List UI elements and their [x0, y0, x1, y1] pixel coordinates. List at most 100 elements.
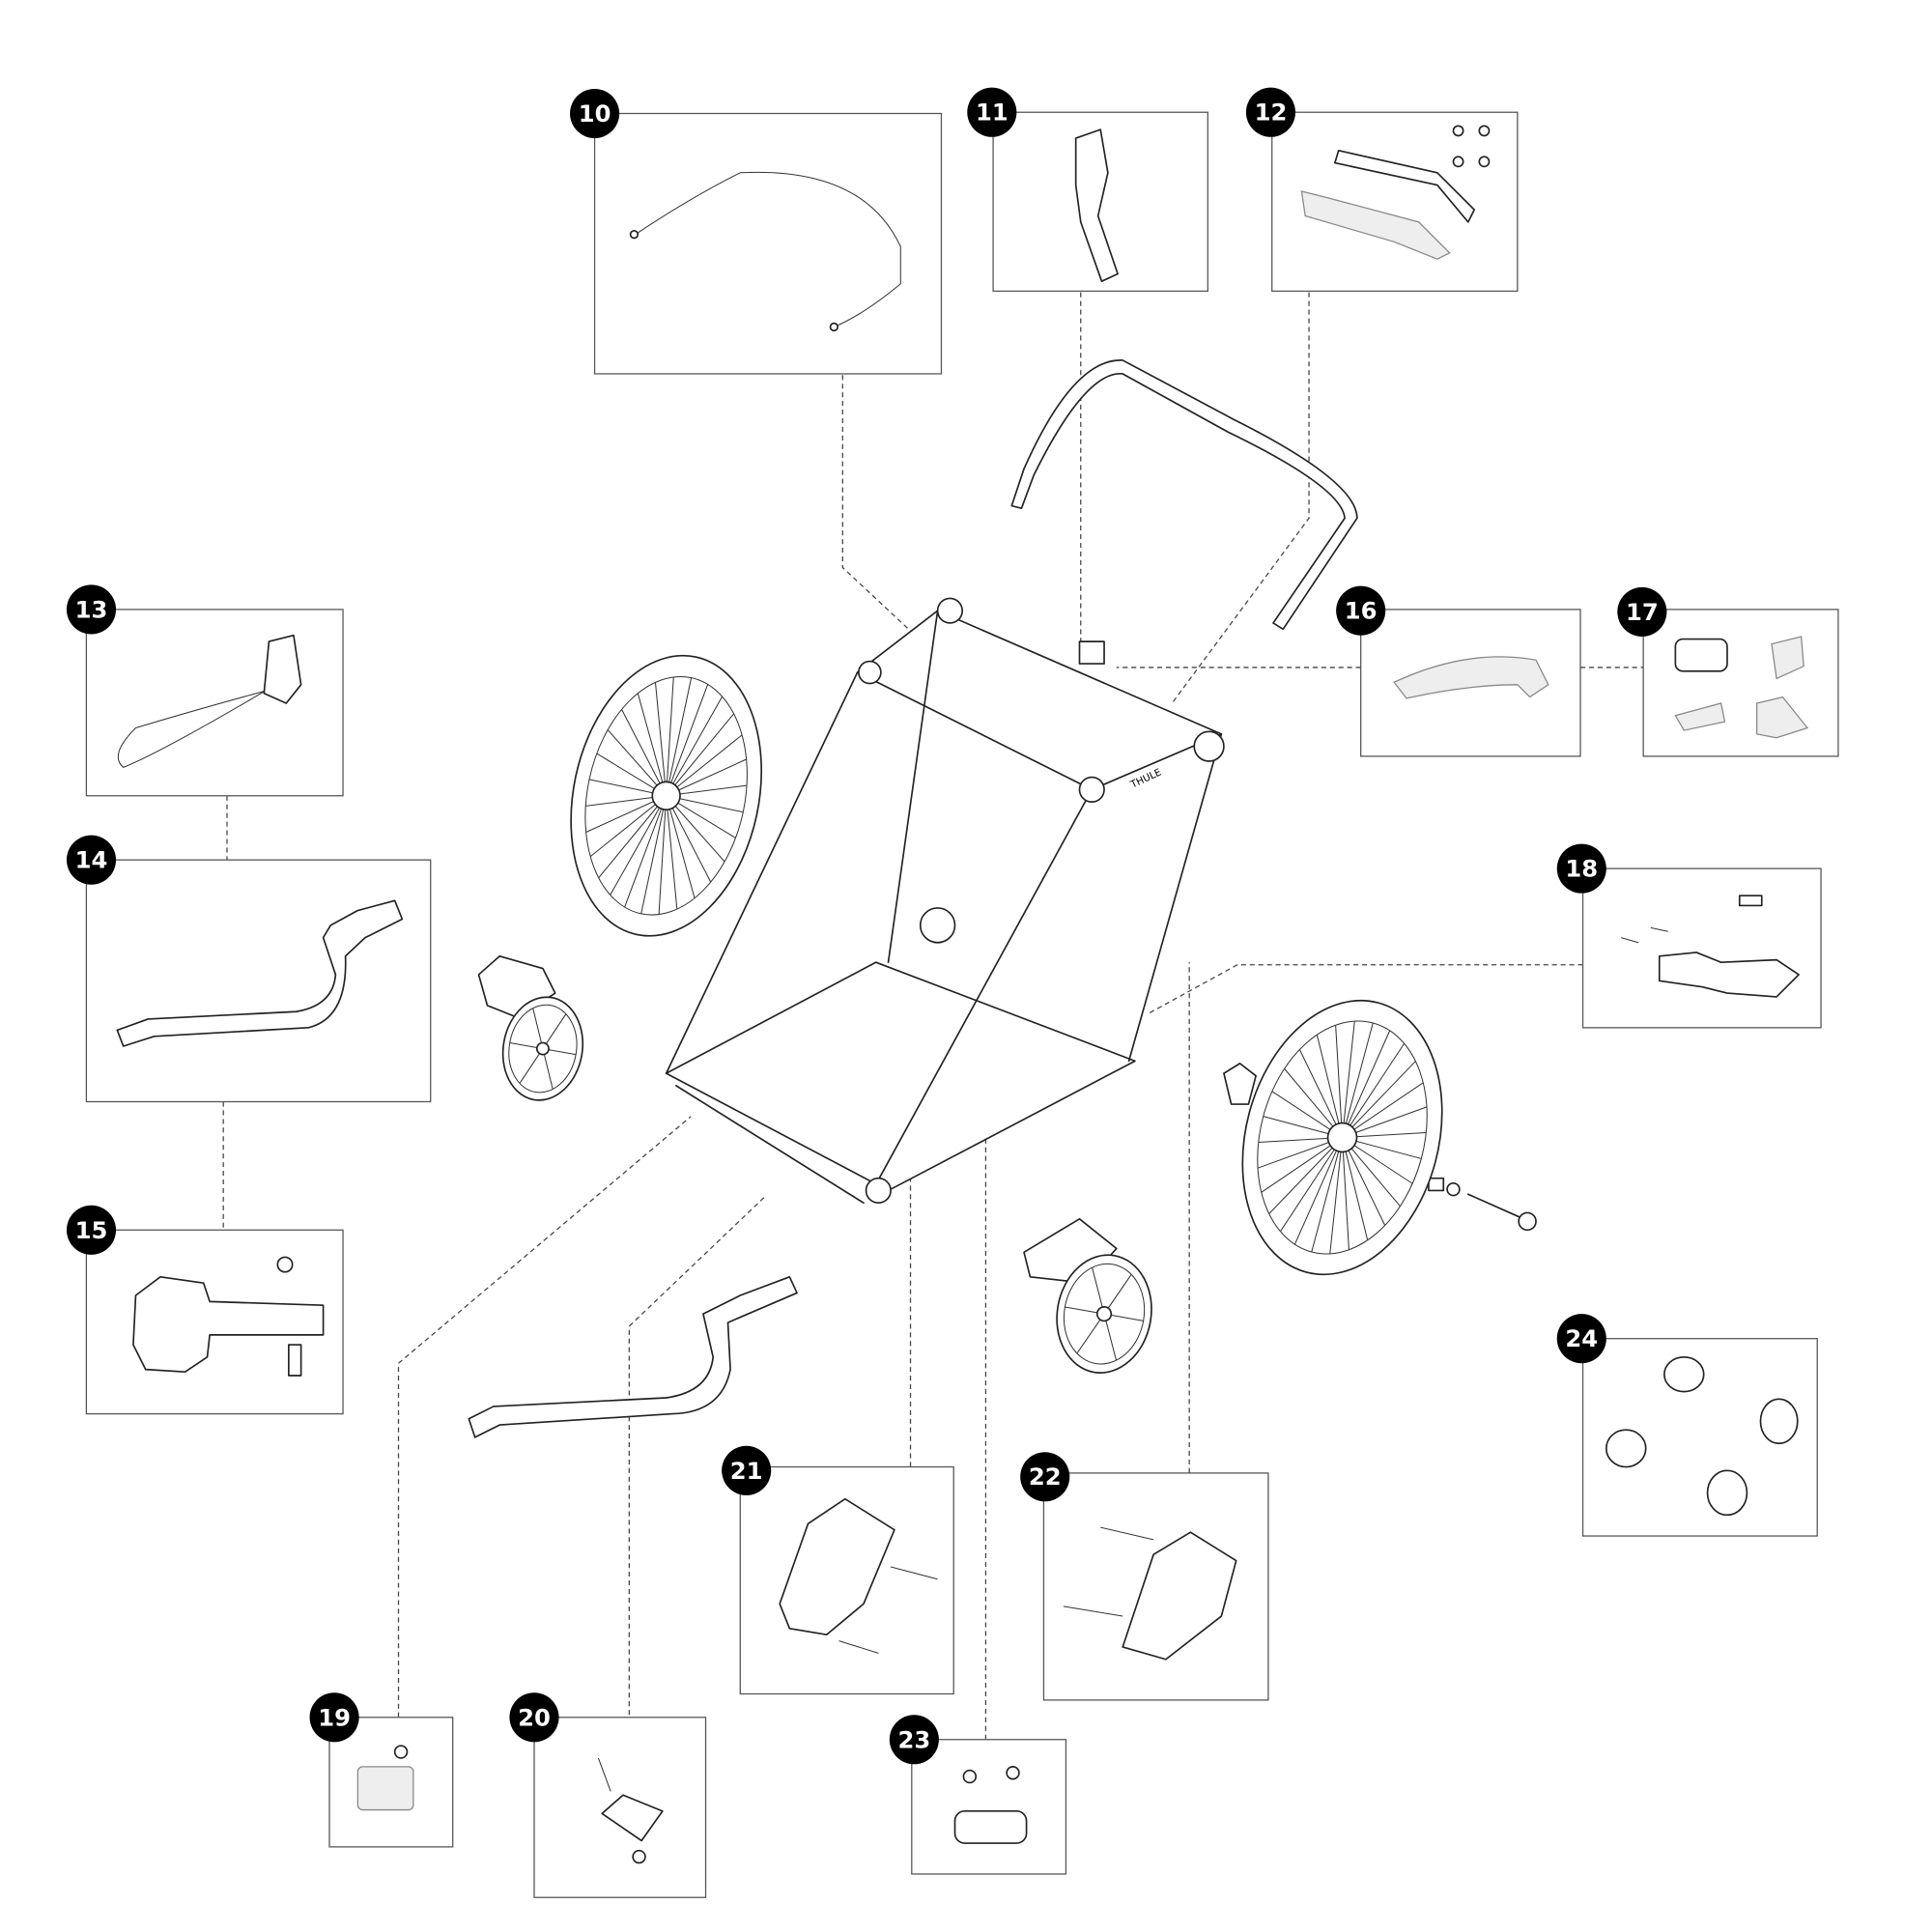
- svg-text:21: 21: [730, 1457, 763, 1485]
- wheel-spoke: [542, 1048, 554, 1090]
- callout-20: 20: [509, 1692, 559, 1743]
- svg-text:11: 11: [976, 99, 1009, 127]
- wheel-spoke: [1316, 1035, 1344, 1138]
- wheel-spoke: [666, 676, 674, 796]
- wheel-spoke: [1342, 1061, 1416, 1138]
- svg-text:14: 14: [75, 846, 108, 874]
- wheel-hub: [1095, 1306, 1113, 1322]
- svg-text:18: 18: [1565, 855, 1598, 883]
- wheel-spoke: [1342, 1137, 1350, 1250]
- wheel-spoke: [1076, 1313, 1105, 1354]
- frame-base: [665, 961, 1136, 1192]
- callout-16: 16: [1336, 585, 1386, 636]
- wheel-spoke: [598, 795, 668, 878]
- box-12: [1271, 111, 1519, 293]
- wheel-spoke: [1280, 1137, 1343, 1233]
- wheel-spoke: [1298, 1049, 1343, 1138]
- wheel-spoke: [640, 795, 668, 914]
- callout-14: 14: [66, 835, 117, 885]
- box-20: [533, 1717, 707, 1898]
- wheel-spoke: [666, 696, 724, 797]
- wheel-spoke: [1342, 1137, 1369, 1240]
- tow-arm-assembled: [468, 1276, 798, 1438]
- callout-19: 19: [309, 1692, 359, 1743]
- svg-text:22: 22: [1029, 1463, 1062, 1491]
- wheel-spoke: [1342, 1022, 1374, 1138]
- wheel-spoke: [666, 677, 693, 796]
- part-20-plate: [601, 1794, 664, 1842]
- box-10: [593, 112, 943, 375]
- wheel-spoke: [1342, 1030, 1391, 1138]
- callout-22: 22: [1020, 1452, 1070, 1502]
- leader-18: [1147, 964, 1583, 1015]
- part-17-cap: [1674, 638, 1728, 672]
- wheels: [501, 654, 1443, 1374]
- wheel-spoke: [589, 795, 667, 858]
- rear-wheel-right: [1241, 999, 1443, 1276]
- box-22: [1042, 1472, 1269, 1701]
- rear-axle-parts: [1428, 1177, 1537, 1232]
- callout-18: 18: [1556, 843, 1606, 894]
- wheel-spoke: [610, 795, 668, 895]
- wheel-hub: [651, 781, 681, 810]
- leader-19: [397, 1116, 692, 1718]
- wheel-spoke: [532, 1008, 544, 1049]
- part-23-reflector: [953, 1810, 1028, 1844]
- wheel-spoke: [1311, 1137, 1344, 1253]
- callout-17: 17: [1617, 586, 1667, 638]
- callout-badges: 10 11 12 13 14 15 16 17 18 19 20 21 22 2…: [66, 87, 1667, 1765]
- part-16-cap: [1393, 656, 1549, 699]
- wheel-spoke: [1342, 1137, 1386, 1226]
- callout-12: 12: [1245, 87, 1295, 137]
- wheel-spoke: [542, 1013, 567, 1049]
- wheel-spoke: [1342, 1021, 1355, 1138]
- rear-wheel-left: [570, 654, 763, 937]
- wheel-spoke: [1293, 1137, 1343, 1245]
- wheel-spoke: [666, 795, 678, 910]
- box-17: [1642, 609, 1839, 757]
- part-18-lever: [1658, 952, 1800, 998]
- svg-text:23: 23: [897, 1725, 930, 1753]
- part-13-strap: [117, 690, 266, 768]
- wheel-spoke: [1335, 1025, 1344, 1138]
- box-23: [911, 1739, 1067, 1875]
- wheel-spoke: [637, 693, 668, 796]
- wheel-spoke: [1342, 1082, 1424, 1138]
- stroller-frame: THULE: [468, 359, 1537, 1438]
- part-21-bracket: [779, 1497, 895, 1636]
- wheel-spoke: [654, 682, 668, 796]
- wheel-spoke: [666, 734, 743, 797]
- callout-21: 21: [722, 1445, 772, 1495]
- svg-text:24: 24: [1565, 1324, 1598, 1352]
- part-boxes: [85, 111, 1839, 1898]
- box-19: [328, 1717, 454, 1848]
- wheel-spoke: [621, 709, 668, 796]
- wheel-spoke: [658, 795, 668, 915]
- part-24-hub-caps: [1605, 1356, 1799, 1517]
- part-artwork: [116, 125, 1809, 1864]
- box-13: [85, 609, 344, 797]
- part-11-buckle: [1074, 128, 1119, 283]
- svg-text:10: 10: [579, 99, 611, 128]
- wheel-hub: [1326, 1122, 1358, 1153]
- front-wheel-right: [1056, 1254, 1152, 1374]
- wheel-spoke: [624, 795, 668, 908]
- wheel-spoke: [1268, 1137, 1343, 1214]
- wheel-spoke: [666, 795, 696, 898]
- part-15-coupler: [132, 1276, 325, 1374]
- wheel-spoke: [1103, 1274, 1132, 1315]
- wheel-spoke: [666, 795, 712, 883]
- part-14-tow-arm: [116, 899, 404, 1047]
- callout-23: 23: [889, 1715, 939, 1765]
- callout-11: 11: [967, 87, 1017, 137]
- wheel-spoke: [1342, 1042, 1406, 1138]
- part-19-reflector: [356, 1766, 414, 1811]
- front-wheel-left: [501, 996, 584, 1101]
- wheel-spoke: [666, 684, 709, 796]
- box-21: [739, 1465, 954, 1695]
- box-11: [992, 111, 1208, 293]
- box-15: [85, 1229, 344, 1415]
- wheel-spoke: [1261, 1137, 1343, 1193]
